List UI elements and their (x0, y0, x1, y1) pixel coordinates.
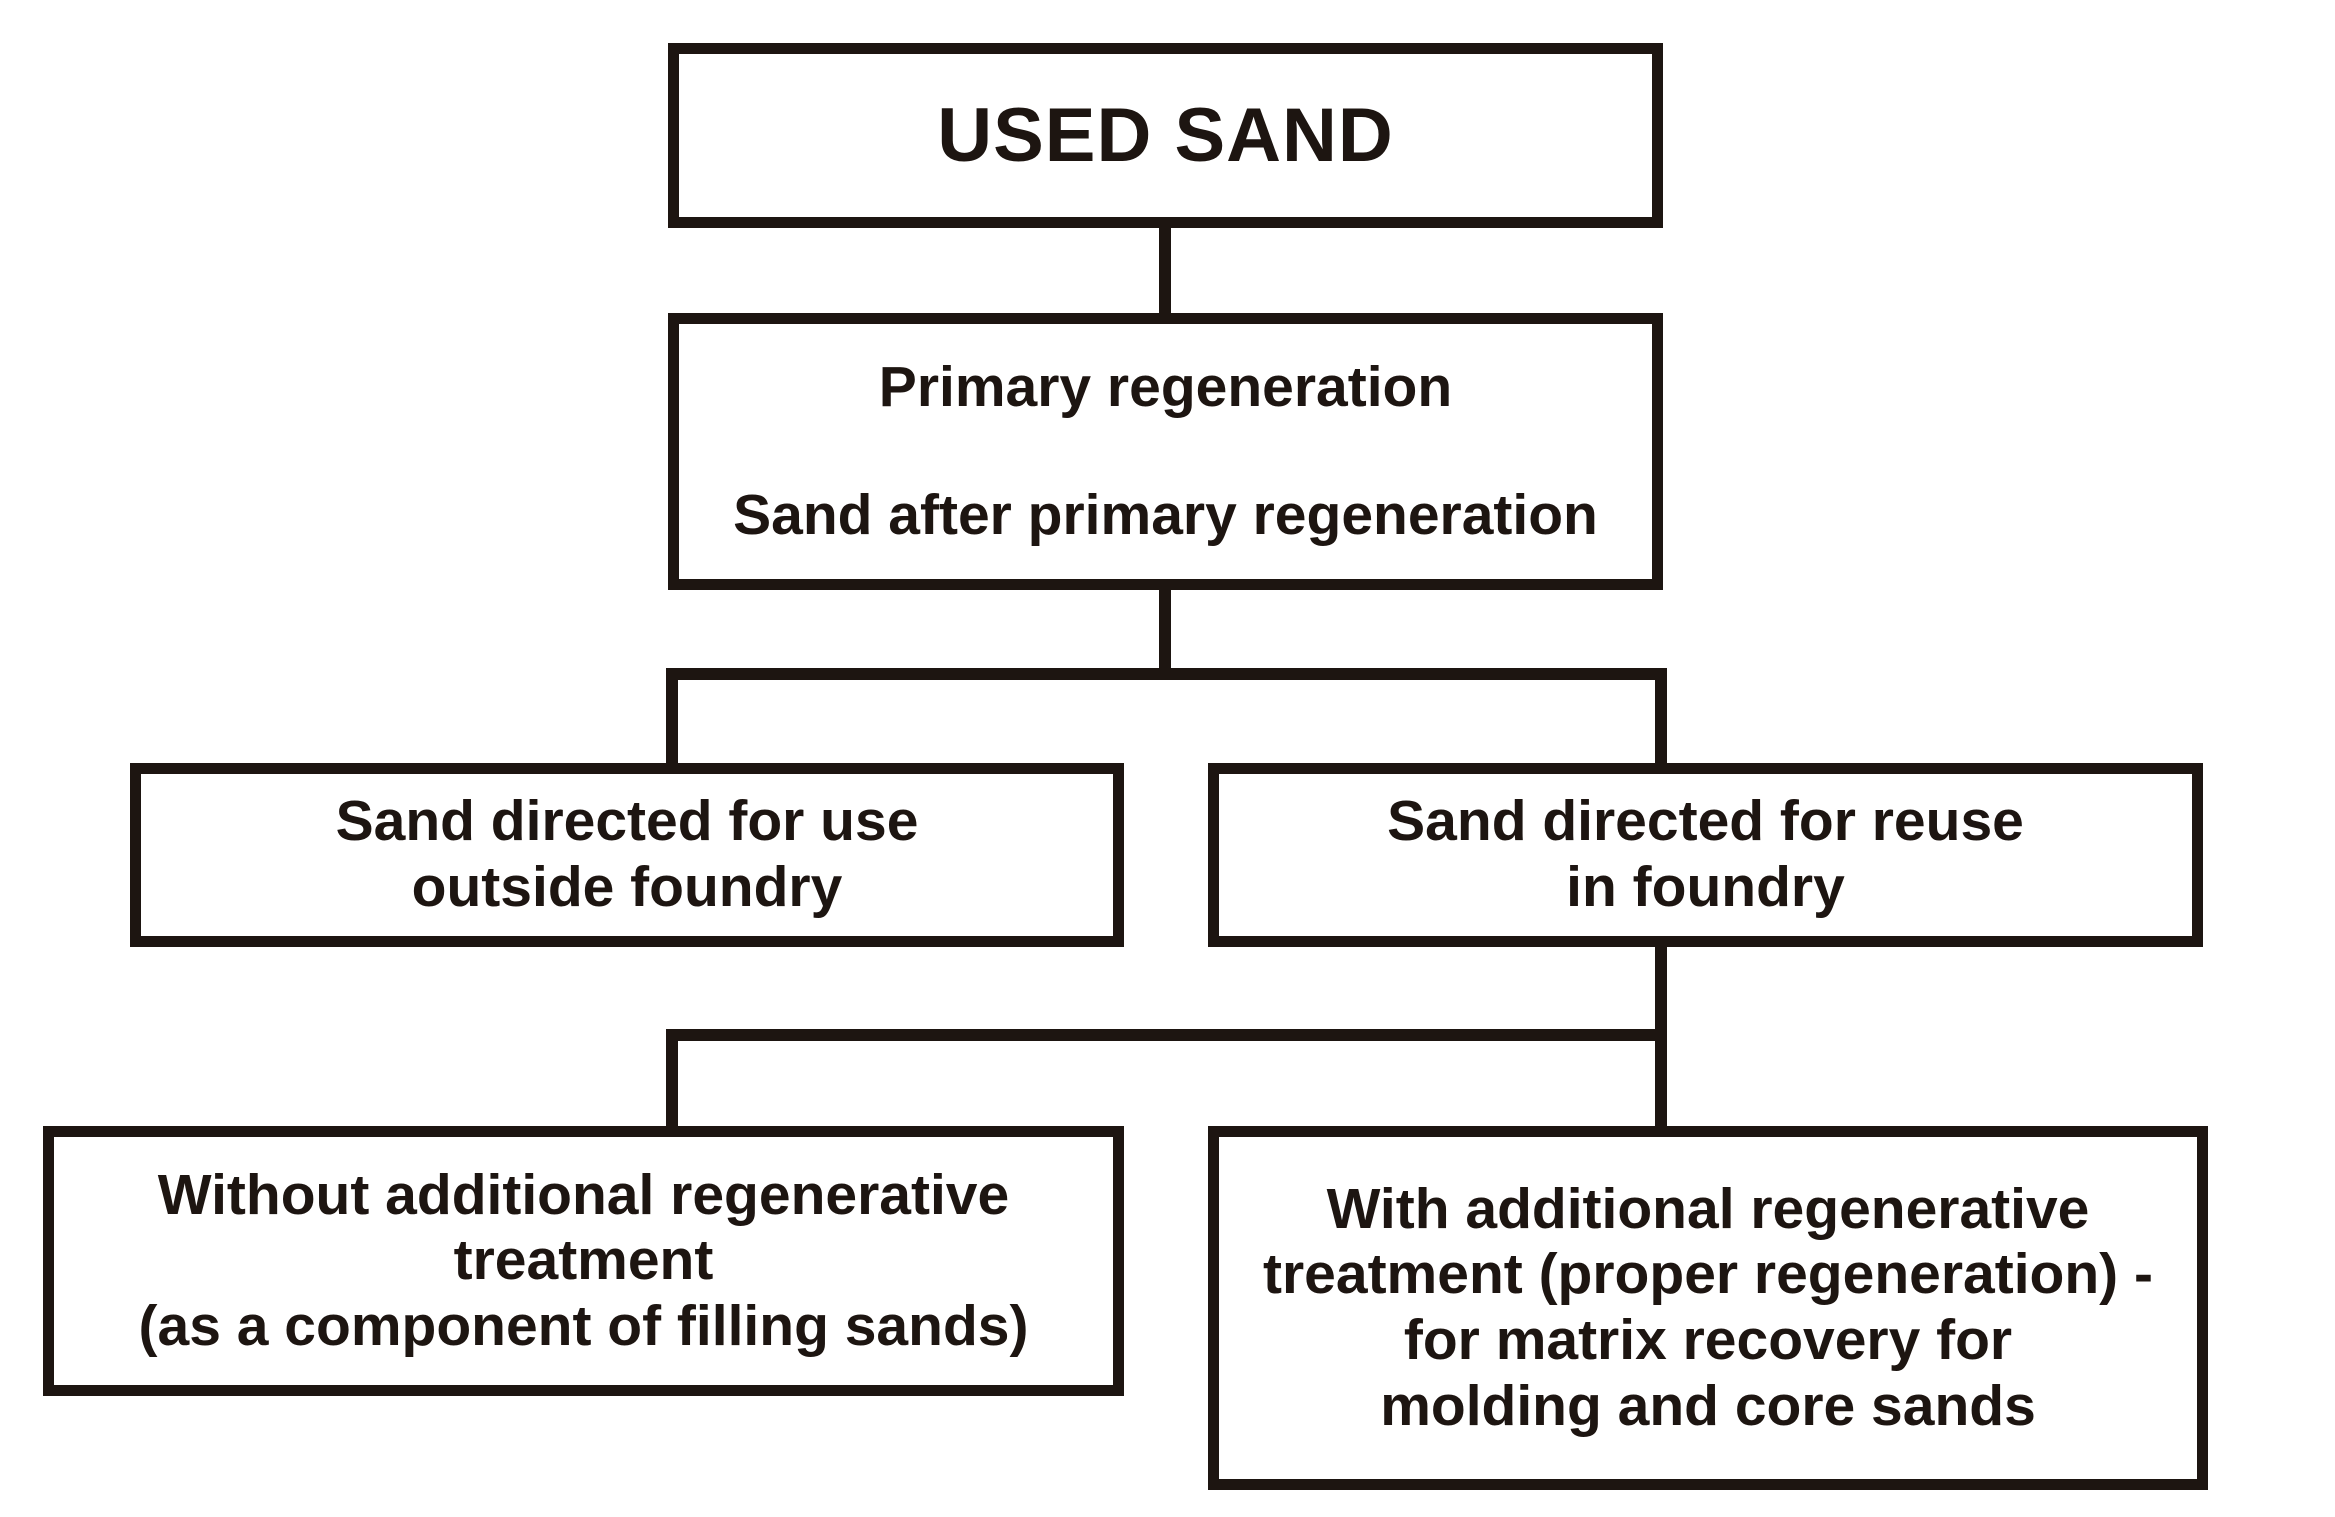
node-reuse-in-foundry: Sand directed for reuse in foundry (1208, 763, 2203, 947)
node-without-treatment: Without additional regenerative treatmen… (43, 1126, 1124, 1396)
node-without-treatment-line2: treatment (453, 1228, 714, 1293)
node-without-treatment-line1: Without additional regenerative (157, 1162, 1010, 1227)
node-with-treatment-line4: molding and core sands (1380, 1373, 2036, 1438)
node-with-treatment-line1: With additional regenerative (1326, 1176, 2090, 1241)
connector-split2-bar (666, 1029, 1667, 1041)
node-primary-regeneration-line1: Primary regeneration (878, 354, 1453, 419)
node-used-sand-label: USED SAND (937, 92, 1394, 178)
connector-split1-drop-left (666, 668, 678, 768)
node-outside-foundry: Sand directed for use outside foundry (130, 763, 1124, 947)
connector-primary-stem (1159, 588, 1171, 680)
connector-used-to-primary (1159, 226, 1171, 315)
node-reuse-in-foundry-line1: Sand directed for reuse (1387, 789, 2024, 854)
node-with-treatment-line2: treatment (proper regeneration) - (1263, 1242, 2153, 1307)
node-reuse-in-foundry-line2: in foundry (1566, 855, 1845, 919)
node-outside-foundry-line2: outside foundry (411, 855, 843, 919)
connector-split2-drop-left (666, 1029, 678, 1126)
node-primary-regeneration-line2: Sand after primary regeneration (733, 482, 1598, 547)
node-primary-regeneration: Primary regeneration Sand after primary … (668, 313, 1663, 590)
node-with-treatment: With additional regenerative treatment (… (1208, 1126, 2208, 1490)
node-outside-foundry-line1: Sand directed for use (335, 789, 919, 854)
node-without-treatment-line3: (as a component of filling sands) (138, 1293, 1029, 1358)
node-with-treatment-line3: for matrix recovery for (1403, 1308, 2013, 1372)
connector-split1-drop-right (1655, 668, 1667, 768)
connector-split1-bar (666, 668, 1667, 680)
node-used-sand: USED SAND (668, 43, 1663, 228)
